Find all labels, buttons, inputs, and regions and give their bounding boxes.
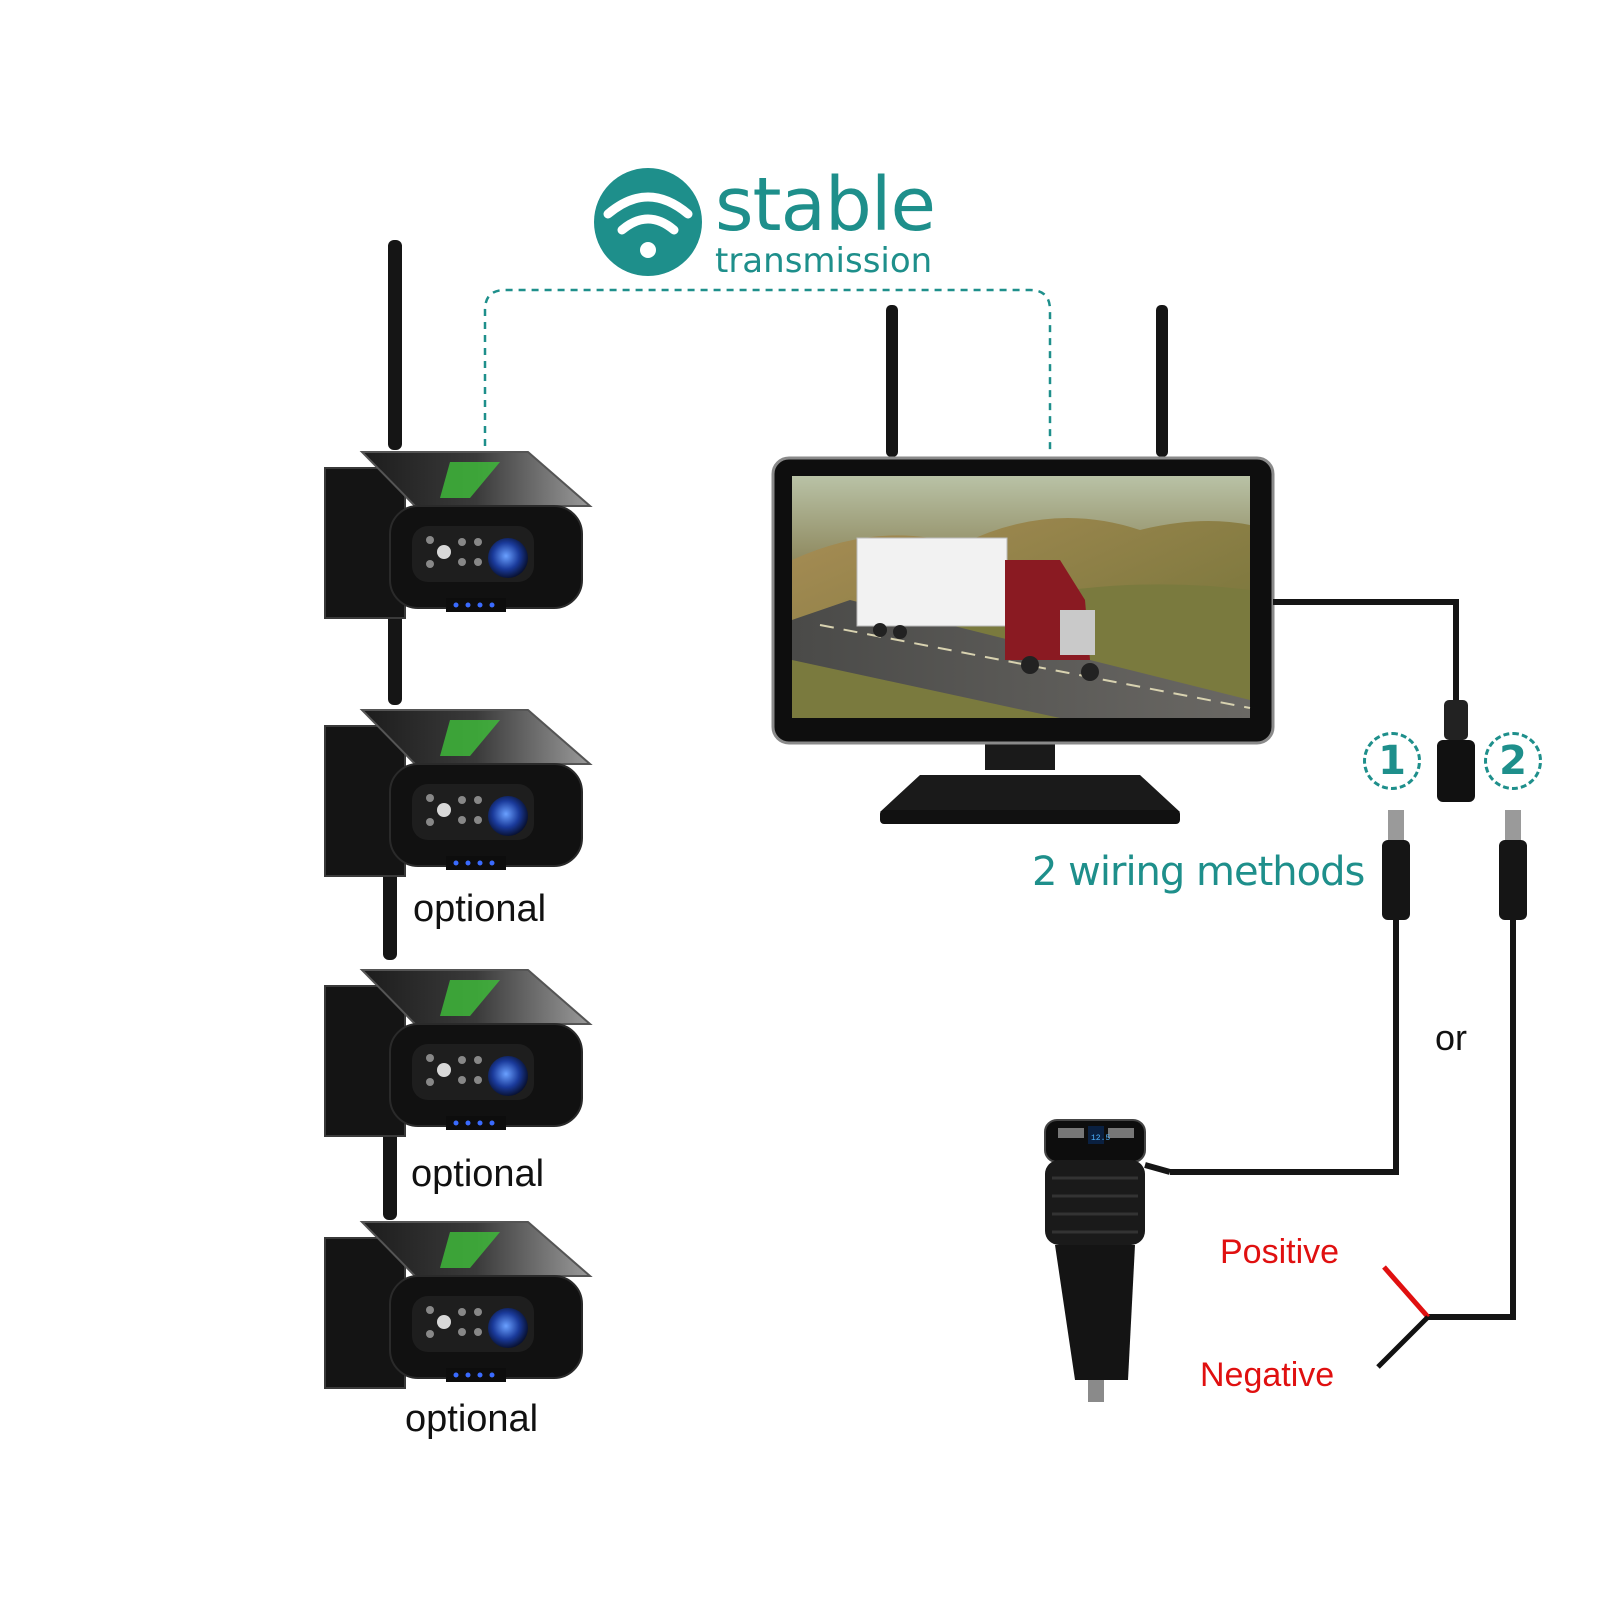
monitor (771, 456, 1275, 745)
car-charger: 12.5 (1044, 1119, 1171, 1402)
dc-plug-1 (1170, 810, 1410, 1175)
brand-title: stable (715, 162, 936, 248)
negative-wire (1376, 1315, 1430, 1369)
monitor-antenna (886, 305, 1168, 457)
camera-label: optional (413, 888, 547, 930)
charger-display: 12.5 (1091, 1134, 1110, 1143)
monitor-stand (880, 740, 1180, 824)
camera-label: optional (411, 1153, 545, 1195)
positive-wire (1382, 1265, 1430, 1319)
camera-unit (324, 1221, 591, 1389)
monitor-screen (792, 476, 1251, 718)
power-cable (1273, 599, 1475, 802)
dc-plug-2 (1428, 810, 1527, 1320)
or-separator: or (1435, 1017, 1468, 1058)
positive-label: Positive (1220, 1233, 1340, 1271)
camera-label: optional (405, 1398, 539, 1440)
negative-label: Negative (1200, 1356, 1335, 1394)
camera-unit (324, 709, 591, 877)
brand-subtitle: transmission (715, 241, 933, 281)
method-1-badge: 1 (1363, 732, 1421, 790)
method-2-badge: 2 (1484, 732, 1542, 790)
camera-unit (324, 451, 591, 619)
transmission-link (483, 288, 1052, 452)
wifi-icon (594, 168, 702, 276)
camera-unit (324, 969, 591, 1137)
wiring-title: 2 wiring methods (1032, 849, 1365, 895)
